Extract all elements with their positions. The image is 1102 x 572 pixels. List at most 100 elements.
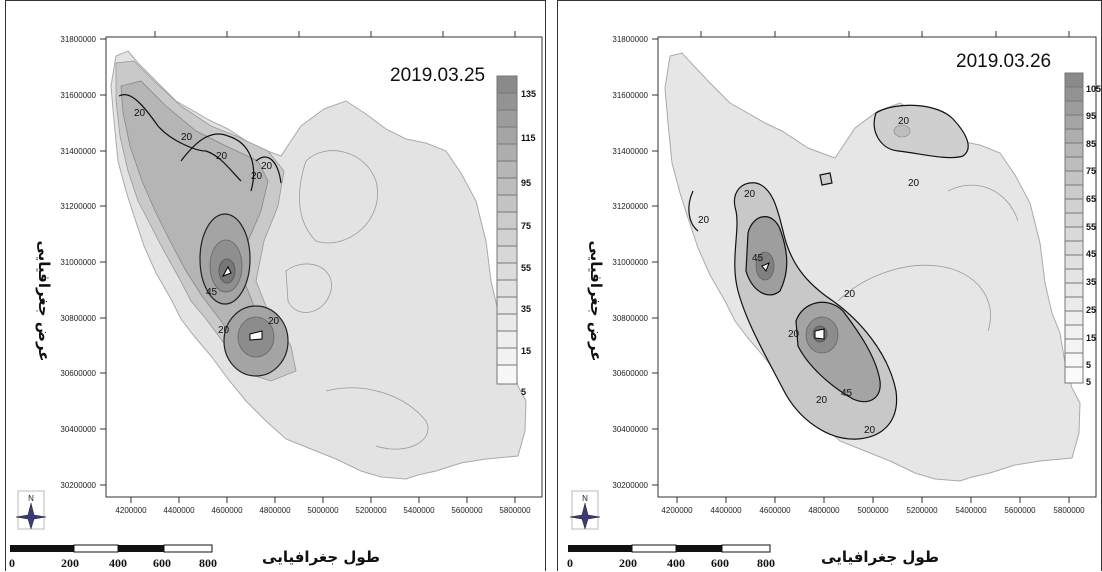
scale-bar: 0 200 400 600 800 [567, 544, 775, 570]
x-tick-label: 4400000 [710, 506, 742, 515]
contour-label: 20 [216, 151, 228, 162]
plot-frame [657, 36, 1097, 498]
y-tick-label: 31400000 [60, 147, 96, 156]
contour-ring [819, 172, 833, 186]
x-tick-label: 4800000 [808, 506, 840, 515]
x-tick-label: 5200000 [355, 506, 387, 515]
contour-line [299, 150, 378, 244]
peak-marker [761, 262, 770, 272]
north-label: N [582, 494, 588, 503]
contour-label: 20 [908, 178, 920, 189]
scale-label: 800 [199, 556, 217, 570]
contour-label: 20 [251, 171, 263, 182]
country-region [664, 52, 1081, 482]
y-ticks: 31800000 31600000 31400000 31200000 3100… [612, 35, 658, 490]
contour-label: 20 [218, 325, 230, 336]
scale-label: 600 [153, 556, 171, 570]
legend-label: 85 [1086, 139, 1096, 149]
contour-label: 20 [698, 215, 710, 226]
y-tick-label: 30400000 [612, 425, 648, 434]
y-tick-label: 31600000 [612, 91, 648, 100]
peak-marker [249, 330, 263, 341]
legend-label: 75 [521, 221, 531, 231]
scale-label: 0 [9, 556, 15, 570]
legend-label: 65 [1086, 194, 1096, 204]
contour-label: 20 [134, 108, 146, 119]
contour-line-20 [255, 156, 282, 184]
contour-label: 20 [261, 161, 273, 172]
x-tick-label: 5800000 [1053, 506, 1085, 515]
contour-label: 20 [844, 289, 856, 300]
contour-label: 20 [788, 329, 800, 340]
legend-label: 105 [1086, 84, 1101, 94]
y-axis-title: عرض جغرافیایی [587, 240, 605, 361]
scale-label: 800 [757, 556, 775, 570]
x-tick-label: 4200000 [661, 506, 693, 515]
contour-labels: 20 20 20 45 20 20 20 45 20 20 [698, 116, 920, 436]
scale-label: 400 [667, 556, 685, 570]
scale-label: 0 [567, 556, 573, 570]
y-tick-label: 30200000 [612, 481, 648, 490]
contour-line-20 [180, 133, 255, 192]
contour-ring [893, 124, 911, 138]
contour-line-20 [873, 104, 969, 159]
contour-line [837, 264, 991, 332]
y-tick-label: 31800000 [612, 35, 648, 44]
scale-label: 200 [619, 556, 637, 570]
scale-label: 400 [109, 556, 127, 570]
scale-label: 600 [711, 556, 729, 570]
y-tick-label: 31800000 [60, 35, 96, 44]
legend-label: 95 [1086, 111, 1096, 121]
x-axis-title: طول جغرافیایی [262, 548, 380, 566]
legend-label: 15 [521, 346, 531, 356]
scale-label: 200 [61, 556, 79, 570]
peak-marker [221, 265, 232, 277]
y-ticks: 31800000 31600000 31400000 31200000 3100… [60, 35, 106, 490]
x-tick-label: 5200000 [906, 506, 938, 515]
north-label: N [28, 494, 34, 503]
contour-label: 20 [898, 116, 910, 127]
y-tick-label: 31400000 [612, 147, 648, 156]
x-tick-label: 4800000 [259, 506, 291, 515]
y-tick-label: 30400000 [60, 425, 96, 434]
contour-line-20 [688, 190, 699, 232]
x-ticks: 4200000 4400000 4600000 4800000 5000000 … [115, 31, 531, 515]
legend-label: 25 [1086, 305, 1096, 315]
legend-label: 35 [1086, 277, 1096, 287]
peak-marker [814, 328, 825, 340]
y-tick-label: 30600000 [612, 369, 648, 378]
x-tick-label: 5800000 [499, 506, 531, 515]
y-tick-label: 30800000 [60, 314, 96, 323]
contour-label: 45 [841, 388, 853, 399]
scale-bar: 0 200 400 600 800 [9, 544, 217, 570]
north-arrow-icon: N [569, 490, 601, 530]
map-panel-left: 31800000 31600000 31400000 31200000 3100… [5, 0, 546, 571]
contour-line [285, 263, 332, 313]
y-tick-label: 31200000 [60, 202, 96, 211]
legend-label: 35 [521, 304, 531, 314]
contour-label: 20 [744, 189, 756, 200]
x-tick-label: 4400000 [163, 506, 195, 515]
contour-label: 20 [864, 425, 876, 436]
legend-label: 95 [521, 178, 531, 188]
legend-label: 5 [1086, 360, 1091, 370]
date-label: 2019.03.25 [390, 65, 485, 86]
x-tick-label: 5000000 [307, 506, 339, 515]
legend-label: 135 [521, 89, 536, 99]
legend-label: 45 [1086, 249, 1096, 259]
legend-label: 55 [521, 263, 531, 273]
contour-label: 20 [181, 132, 193, 143]
map-svg-right: 31800000 31600000 31400000 31200000 3100… [567, 31, 1101, 570]
x-tick-label: 5000000 [857, 506, 889, 515]
legend-label: 75 [1086, 166, 1096, 176]
y-tick-label: 30600000 [60, 369, 96, 378]
legend-label: 115 [521, 133, 536, 143]
legend-label: 5 [1086, 377, 1091, 387]
map-svg-left: 31800000 31600000 31400000 31200000 3100… [9, 31, 543, 570]
date-label: 2019.03.26 [956, 51, 1051, 72]
x-tick-label: 4200000 [115, 506, 147, 515]
color-legend: 135 115 95 75 55 35 15 5 [496, 75, 536, 397]
y-tick-label: 31600000 [60, 91, 96, 100]
legend-label: 55 [1086, 222, 1096, 232]
y-tick-label: 31000000 [60, 258, 96, 267]
